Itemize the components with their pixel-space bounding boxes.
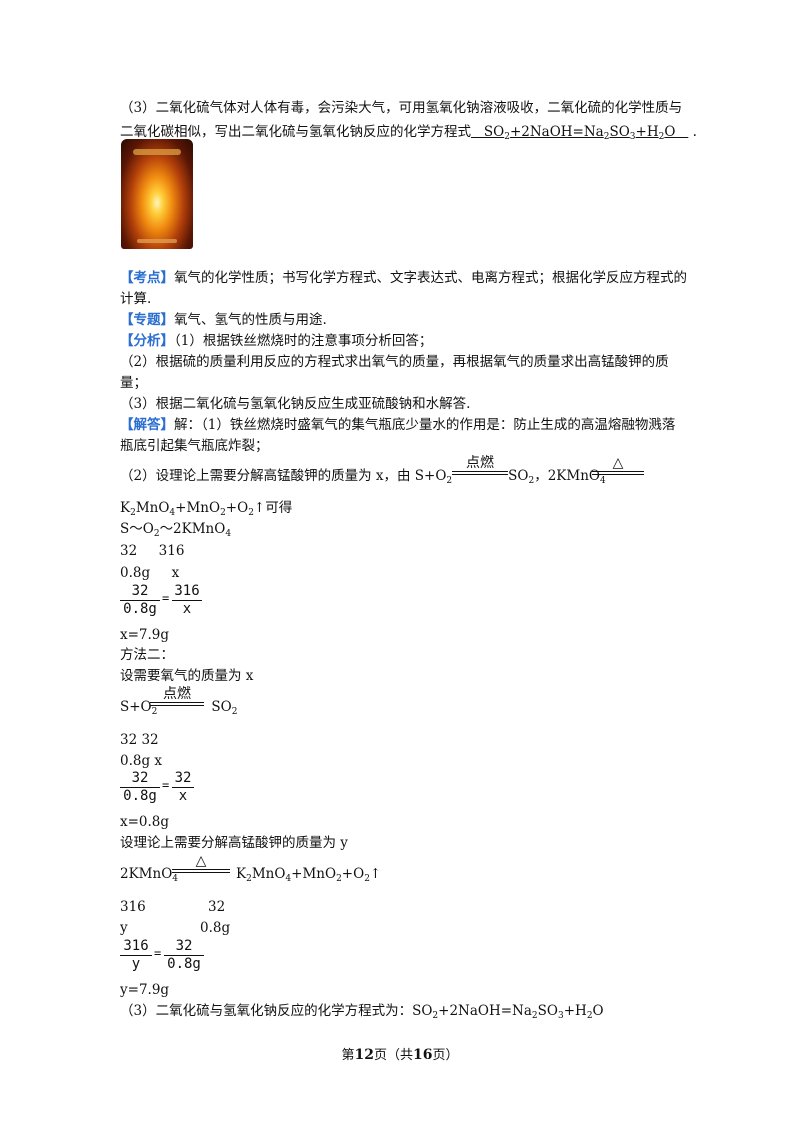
heat-condition-2: △: [172, 854, 230, 873]
jieda-line-13: 0.8g x: [120, 753, 163, 769]
kaodian-line-2: 计算.: [120, 291, 152, 307]
jieda-line-1: 【解答】解：（1）铁丝燃烧时盛氧气的集气瓶底少量水的作用是：防止生成的高温熔融物…: [120, 417, 676, 433]
question-3-line-2: 二氧化碳相似，写出二氧化硫与氢氧化钠反应的化学方程式 SO2+2NaOH=Na2…: [120, 124, 697, 142]
jieda-line-15: 设理论上需要分解高锰酸钾的质量为 y: [120, 835, 348, 851]
fenxi-line-2: （2）根据硫的质量利用反应的方程式求出氧气的质量，再根据氧气的质量求出高锰酸钾的…: [120, 354, 669, 370]
jieda-line-14: x=0.8g: [120, 814, 170, 830]
jieda-line-12: 32 32: [120, 732, 159, 748]
page-footer: 第12页（共16页）: [341, 1047, 459, 1063]
jieda-line-9: 方法二：: [120, 647, 174, 663]
ignite-condition: 点燃: [452, 456, 508, 475]
heat-condition: △: [592, 456, 644, 475]
fenxi-line-3: 量；: [120, 375, 147, 391]
jieda-line-4: K2MnO4+MnO2+O2↑可得: [120, 500, 293, 518]
jieda-line-19: y=7.9g: [120, 982, 170, 998]
jieda-line-8: x=7.9g: [120, 627, 170, 643]
jieda-line-7: 0.8g x: [120, 565, 180, 581]
jieda-line-6: 32 316: [120, 543, 185, 559]
answer-equation: SO2+2NaOH=Na2SO3+H2O: [483, 124, 676, 142]
page-total: 16: [413, 1047, 433, 1063]
iron-wire-burning-photo: [121, 139, 193, 249]
jieda-line-2: 瓶底引起集气瓶底炸裂；: [120, 438, 269, 454]
jieda-line-10: 设需要氧气的质量为 x: [120, 668, 254, 684]
zhuanti-line: 【专题】氧气、氢气的性质与用途.: [120, 312, 327, 328]
kaodian-line-1: 【考点】氧气的化学性质；书写化学方程式、文字表达式、电离方程式；根据化学反应方程…: [120, 270, 687, 286]
jieda-line-5: S～O2～2KMnO4: [120, 521, 232, 539]
fenxi-line-1: 【分析】（1）根据铁丝燃烧时的注意事项分析回答；: [120, 333, 433, 349]
fenxi-line-4: （3）根据二氧化硫与氢氧化钠反应生成亚硫酸钠和水解答.: [120, 396, 471, 412]
ignite-condition-2: 点燃: [150, 687, 204, 706]
question-3-line-1: （3）二氧化硫气体对人体有毒，会污染大气，可用氢氧化钠溶液吸收，二氧化硫的化学性…: [120, 100, 683, 116]
page-number: 12: [354, 1047, 374, 1063]
jieda-line-20: （3）二氧化硫与氢氧化钠反应的化学方程式为：SO2+2NaOH=Na2SO3+H…: [120, 1003, 604, 1021]
